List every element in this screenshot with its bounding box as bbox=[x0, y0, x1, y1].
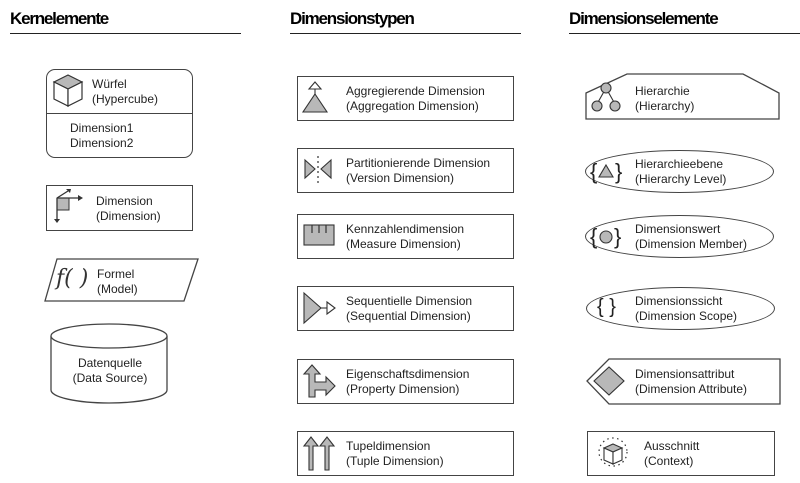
element-name: Würfel bbox=[92, 77, 127, 91]
element-name: Hierarchieebene bbox=[635, 157, 724, 171]
heading-rule bbox=[10, 33, 241, 34]
element-name-en: (Hierarchy Level) bbox=[635, 172, 727, 186]
element-name-en: (Hypercube) bbox=[92, 92, 159, 106]
element-name-en: (Dimension) bbox=[96, 209, 161, 223]
element-name-en: (Context) bbox=[644, 454, 694, 468]
element-name: Tupeldimension bbox=[346, 439, 431, 453]
element-name-en: (Sequential Dimension) bbox=[346, 309, 471, 323]
braced-circle-icon: { } bbox=[590, 224, 621, 249]
element-name-en: (Dimension Member) bbox=[635, 237, 748, 251]
element-name-en: (Aggregation Dimension) bbox=[346, 99, 479, 113]
element-name: Aggregierende Dimension bbox=[346, 84, 485, 98]
element-name-en: (Measure Dimension) bbox=[346, 237, 461, 251]
member-2: Dimension2 bbox=[70, 136, 134, 150]
brace-left: { bbox=[590, 159, 597, 184]
double-up-arrow-icon bbox=[302, 436, 336, 471]
aggregation-triangle-icon bbox=[301, 81, 329, 113]
function-icon: f( ) bbox=[56, 266, 89, 291]
dotted-cube-icon bbox=[598, 437, 628, 467]
element-name: Eigenschaftsdimension bbox=[346, 367, 470, 381]
element-name-en: (Property Dimension) bbox=[346, 382, 460, 396]
sequence-arrow-icon bbox=[303, 291, 336, 325]
element-name: Ausschnitt bbox=[644, 439, 700, 453]
cube-icon bbox=[52, 74, 84, 107]
element-name: Hierarchie bbox=[635, 84, 690, 98]
attribute-shape bbox=[586, 358, 781, 405]
branch-arrow-icon bbox=[302, 364, 336, 398]
element-name: Formel bbox=[97, 267, 135, 281]
element-name-en: (Tuple Dimension) bbox=[346, 454, 444, 468]
dimension-axes-icon bbox=[54, 189, 83, 223]
database-cylinder-icon bbox=[50, 323, 168, 404]
braced-triangle-icon: { } bbox=[590, 159, 622, 184]
element-name: Dimension bbox=[96, 194, 153, 208]
element-name: Dimensionsattribut bbox=[635, 367, 735, 381]
heading-dimensionstypen: Dimensionstypen bbox=[290, 9, 415, 28]
heading-rule bbox=[569, 33, 800, 34]
parallelogram-shape bbox=[44, 258, 199, 302]
partition-icon bbox=[304, 156, 332, 184]
member-1: Dimension1 bbox=[70, 121, 134, 135]
brace-left: { bbox=[590, 224, 597, 249]
diamond-icon bbox=[593, 366, 625, 396]
hierarchy-shape bbox=[585, 73, 780, 120]
element-name-en: (Version Dimension) bbox=[346, 171, 455, 185]
brace-right: } bbox=[614, 224, 621, 249]
element-name-en: (Dimension Attribute) bbox=[635, 382, 748, 396]
element-name-en: (Data Source) bbox=[72, 371, 148, 385]
ruler-icon bbox=[303, 224, 335, 246]
heading-rule bbox=[290, 33, 521, 34]
element-name: Partitionierende Dimension bbox=[346, 156, 491, 170]
element-name-en: (Dimension Scope) bbox=[635, 309, 738, 323]
element-name-en: (Hierarchy) bbox=[635, 99, 695, 113]
element-name: Datenquelle bbox=[77, 356, 143, 370]
hierarchy-tree-icon bbox=[591, 82, 621, 112]
element-name: Dimensionswert bbox=[635, 222, 721, 236]
brace-right: } bbox=[615, 159, 622, 184]
braces-icon: { } bbox=[597, 296, 616, 318]
heading-kernelemente: Kernelemente bbox=[10, 9, 109, 28]
element-name: Kennzahlendimension bbox=[346, 222, 465, 236]
element-name-en: (Model) bbox=[97, 282, 138, 296]
heading-dimensionselemente: Dimensionselemente bbox=[569, 9, 719, 28]
element-name: Dimensionssicht bbox=[635, 294, 723, 308]
divider bbox=[47, 113, 192, 114]
element-name: Sequentielle Dimension bbox=[346, 294, 473, 308]
